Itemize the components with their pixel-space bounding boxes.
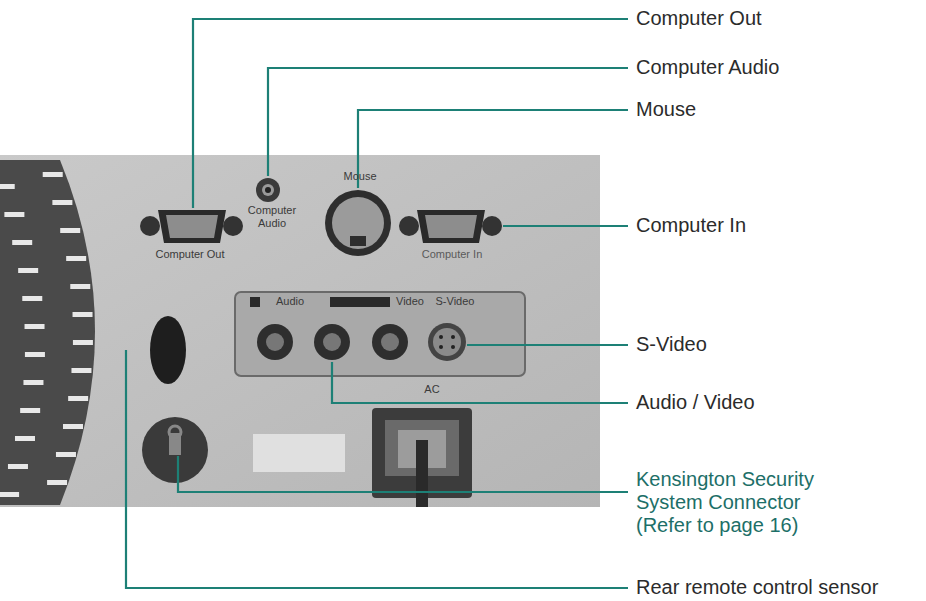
vent-slot — [52, 200, 72, 205]
port-label: Video — [396, 295, 424, 308]
vent-slot — [43, 172, 63, 177]
kensington-slot — [142, 417, 208, 483]
computer-audio-jack — [256, 178, 280, 202]
vent-grille — [0, 160, 95, 505]
panel-body — [0, 155, 600, 507]
port-label: S-Video — [436, 295, 475, 308]
callout-label: Mouse — [636, 98, 696, 121]
vent-slot — [20, 408, 40, 413]
vent-slot — [25, 352, 45, 357]
callout-label: Rear remote control sensor — [636, 576, 878, 599]
callout-label: Audio / Video — [636, 391, 755, 414]
vent-slot — [25, 324, 45, 329]
vent-slots — [0, 172, 93, 497]
vent-slot — [15, 436, 35, 441]
vent-slot — [18, 268, 38, 273]
vent-slot — [12, 240, 32, 245]
remote-sensor — [150, 316, 186, 384]
vent-slot — [60, 228, 80, 233]
vent-slot — [66, 256, 86, 261]
callout-label: Kensington Security System Connector (Re… — [636, 468, 851, 537]
computer-out-port — [140, 210, 243, 243]
computer-in-port — [399, 210, 502, 243]
vent-slot — [70, 284, 90, 289]
port-label: Computer Audio — [242, 204, 302, 229]
vent-slot — [71, 368, 91, 373]
vent-slot — [0, 184, 15, 189]
port-label: Mouse — [343, 170, 376, 183]
leader-lines — [126, 19, 628, 588]
vent-slot — [68, 396, 88, 401]
mouse-port — [325, 190, 391, 256]
vent-slot — [47, 480, 67, 485]
vent-slot — [63, 424, 83, 429]
callout-label: Computer Out — [636, 7, 762, 30]
blank-plate — [253, 434, 345, 472]
vent-slot — [8, 464, 28, 469]
av-input-block — [235, 292, 525, 376]
vent-slot — [4, 212, 24, 217]
vent-slot — [73, 340, 93, 345]
vent-slot — [23, 380, 43, 385]
vent-slot — [56, 452, 76, 457]
callout-label: Computer Audio — [636, 56, 779, 79]
port-label: AC — [424, 383, 439, 396]
callout-label: Computer In — [636, 214, 746, 237]
port-label: Audio — [276, 295, 304, 308]
port-label: Computer In — [422, 248, 483, 261]
port-label: Computer Out — [155, 248, 224, 261]
vent-slot — [0, 492, 19, 497]
callout-label: S-Video — [636, 333, 707, 356]
vent-slot — [73, 312, 93, 317]
vent-slot — [22, 296, 42, 301]
